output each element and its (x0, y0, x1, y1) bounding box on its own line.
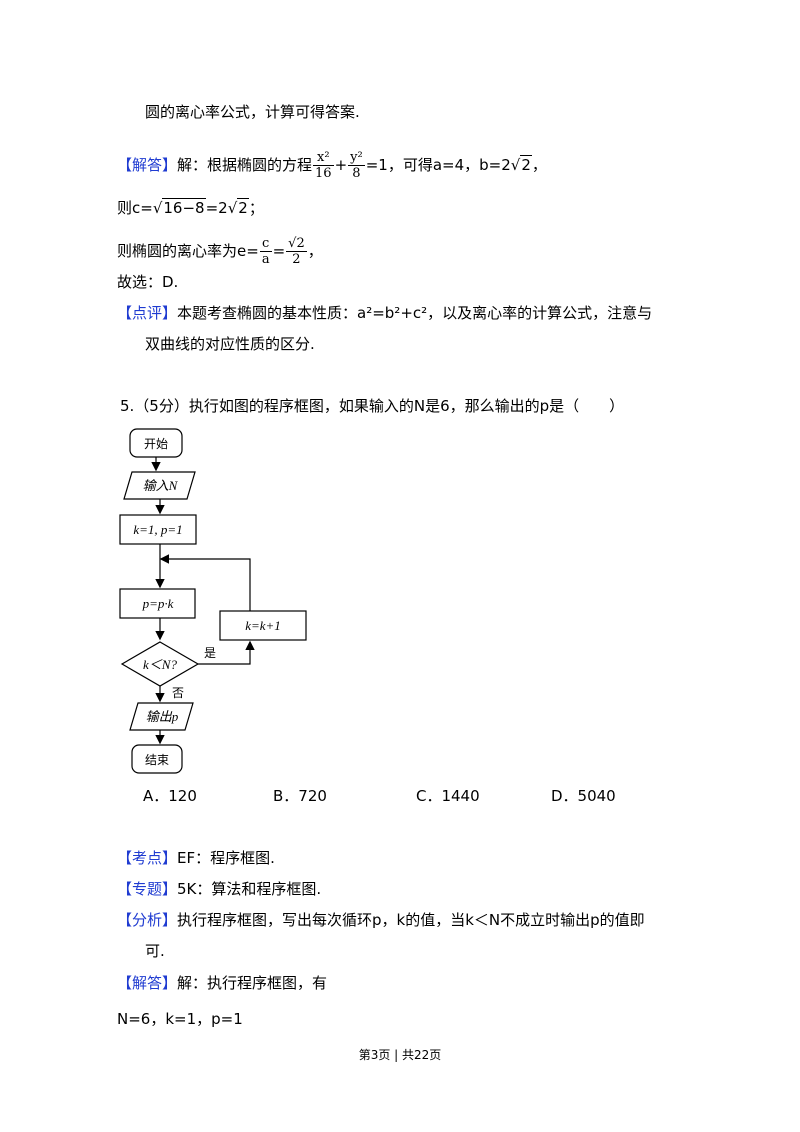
comment-line-1: 【点评】本题考查椭圆的基本性质：a²=b²+c²，以及离心率的计算公式，注意与 (117, 303, 652, 323)
question-5: 5.（5分）执行如图的程序框图，如果输入的N是6，那么输出的p是（ ） (120, 397, 625, 415)
jieda-text: 解：执行程序框图，有 (177, 974, 328, 992)
update-k-box (219, 610, 307, 641)
c-equals: 则c= (117, 199, 153, 217)
fenxi-tag: 【分析】 (117, 911, 178, 929)
comment-line-2: 双曲线的对应性质的区分. (145, 335, 315, 353)
fenxi-line-2: 可. (145, 942, 165, 960)
plus-sign: + (334, 156, 348, 174)
kaodian-line: 【考点】EF：程序框图. (117, 848, 275, 868)
comment-text: 本题考查椭圆的基本性质：a²=b²+c²，以及离心率的计算公式，注意与 (177, 304, 653, 322)
yes-label: 是 (204, 646, 216, 660)
output-parallelogram (129, 702, 194, 731)
fenxi-line-1: 【分析】执行程序框图，写出每次循环p，k的值，当k＜N不成立时输出p的值即 (117, 910, 645, 930)
sqrt-16-8: √16−8 (152, 198, 206, 217)
sqrt-2b: √2 (227, 198, 249, 217)
text-line-c: 则c=√16−8=2√2； (117, 198, 264, 218)
choice-d: D．5040 (551, 787, 616, 805)
choice-c: C．1440 (416, 787, 480, 805)
dianping-tag: 【点评】 (117, 304, 178, 322)
jieda-line-2: 【解答】解：执行程序框图，有 (117, 973, 327, 993)
end-terminal (131, 744, 183, 774)
page-footer: 第3页 | 共22页 (358, 1048, 442, 1062)
output-label: 输出p (146, 709, 179, 724)
choice-a: A．120 (143, 787, 197, 805)
init-values-line: N=6，k=1，p=1 (117, 1010, 243, 1028)
text-line-answer: 故选：D. (117, 273, 179, 291)
jieda-tag: 【解答】 (117, 156, 178, 174)
kaodian-text: EF：程序框图. (177, 849, 275, 867)
solution-text-a: 解：根据椭圆的方程 (177, 156, 313, 174)
end-label: 结束 (145, 753, 169, 767)
update-p-box (119, 588, 196, 619)
init-box (119, 514, 197, 545)
eccentricity-text: 则椭圆的离心率为e= (117, 242, 259, 260)
sqrt-2: √2 (510, 155, 532, 174)
zhuanti-line: 【专题】5K：算法和程序框图. (117, 879, 321, 899)
zhuanti-tag: 【专题】 (117, 880, 178, 898)
semicolon: ； (248, 199, 264, 217)
kaodian-tag: 【考点】 (117, 849, 178, 867)
equals-sign: = (272, 242, 286, 260)
choice-b: B．720 (273, 787, 327, 805)
start-label: 开始 (144, 437, 168, 451)
zhuanti-text: 5K：算法和程序框图. (177, 880, 322, 898)
input-parallelogram (123, 471, 196, 500)
input-label: 输入N (143, 478, 179, 493)
fenxi-text: 执行程序框图，写出每次循环p，k的值，当k＜N不成立时输出p的值即 (177, 911, 645, 929)
update-p-label: p=p·k (142, 596, 174, 611)
jieda-tag-2: 【解答】 (117, 974, 178, 992)
equals-2: =2 (205, 199, 228, 217)
no-label: 否 (172, 686, 184, 700)
solution-text-b: =1，可得a=4，b=2 (365, 156, 511, 174)
flowchart: 开始 输入N k=1, p=1 p=p·k k=k+1 k＜N? 是 否 输出p… (119, 428, 307, 774)
comma-2: ， (307, 242, 323, 260)
condition-label: k＜N? (143, 657, 177, 672)
text-line-1: 圆的离心率公式，计算可得答案. (145, 103, 360, 121)
update-k-label: k=k+1 (245, 618, 281, 633)
init-label: k=1, p=1 (133, 522, 182, 537)
comma: ， (531, 156, 547, 174)
